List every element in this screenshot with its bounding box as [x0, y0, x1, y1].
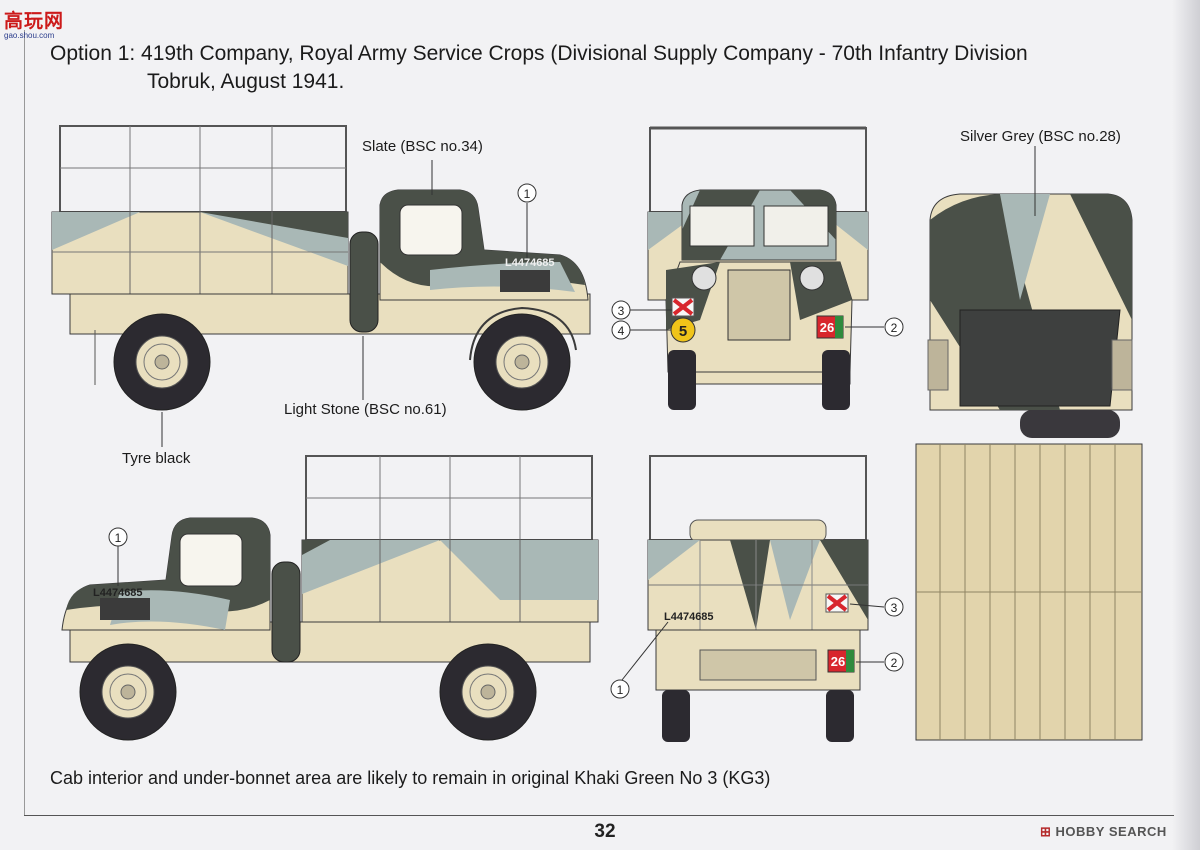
marker-label: 1 — [524, 187, 531, 201]
marker-label: 3 — [891, 601, 898, 615]
callout-marker-3-rear: 3 — [884, 597, 904, 617]
site-logo[interactable]: 高玩网 gao.shou.com — [4, 6, 70, 40]
callout-markers: 1 1 1 2 2 3 3 — [108, 183, 904, 699]
hobby-search-text: HOBBY SEARCH — [1055, 824, 1167, 839]
marker-label: 1 — [617, 683, 624, 697]
unit-number-decal-front: 26 — [820, 320, 834, 335]
callout-marker-2-rear: 2 — [884, 652, 904, 672]
title-line-2: Tobruk, August 1941. — [147, 70, 345, 93]
callout-marker-1-side-left: 1 — [517, 183, 537, 203]
bridge-class-decal: 5 — [679, 323, 687, 340]
label-tyre-black: Tyre black — [122, 450, 191, 467]
truck-rear-view: L4474685 26 — [647, 455, 869, 742]
hobby-search-watermark: ⊞ HOBBY SEARCH — [1040, 824, 1167, 840]
marker-label: 4 — [618, 324, 625, 338]
page-title: Option 1: 419th Company, Royal Army Serv… — [50, 40, 1130, 96]
page-edge-shade — [1172, 0, 1200, 850]
registration-decal-side-right: L4474685 — [93, 587, 143, 599]
page-number: 32 — [594, 821, 616, 842]
registration-decal-side-left: L4474685 — [505, 257, 555, 269]
title-line-1: Option 1: 419th Company, Royal Army Serv… — [50, 42, 1028, 65]
registration-decal-rear: L4474685 — [664, 611, 714, 623]
marker-label: 1 — [115, 531, 122, 545]
page-footer-rule — [24, 815, 1174, 816]
site-logo-url: gao.shou.com — [4, 31, 55, 40]
footnote: Cab interior and under-bonnet area are l… — [50, 768, 771, 788]
callout-marker-1-side-right: 1 — [108, 527, 128, 547]
unit-number-decal-rear: 26 — [831, 654, 845, 669]
label-slate: Slate (BSC no.34) — [362, 138, 483, 155]
truck-top-view — [915, 193, 1143, 741]
truck-side-view-right — [61, 455, 599, 741]
marker-label: 3 — [618, 304, 625, 318]
hobby-search-logo-icon: ⊞ — [1040, 824, 1052, 839]
callout-marker-2-front: 2 — [884, 317, 904, 337]
callout-marker-4-front: 4 — [611, 320, 631, 340]
callout-marker-3-front: 3 — [611, 300, 631, 320]
callout-marker-1-rear: 1 — [610, 679, 630, 699]
truck-side-view-left — [51, 125, 591, 411]
leader-lines — [117, 146, 1036, 681]
truck-front-view: 5 26 — [647, 126, 869, 410]
site-logo-text: 高玩网 — [4, 10, 65, 32]
label-light-stone: Light Stone (BSC no.61) — [284, 401, 447, 418]
marker-label: 2 — [891, 656, 898, 670]
label-silver-grey: Silver Grey (BSC no.28) — [960, 128, 1121, 145]
page-margin-line — [24, 30, 25, 816]
marker-label: 2 — [891, 321, 898, 335]
